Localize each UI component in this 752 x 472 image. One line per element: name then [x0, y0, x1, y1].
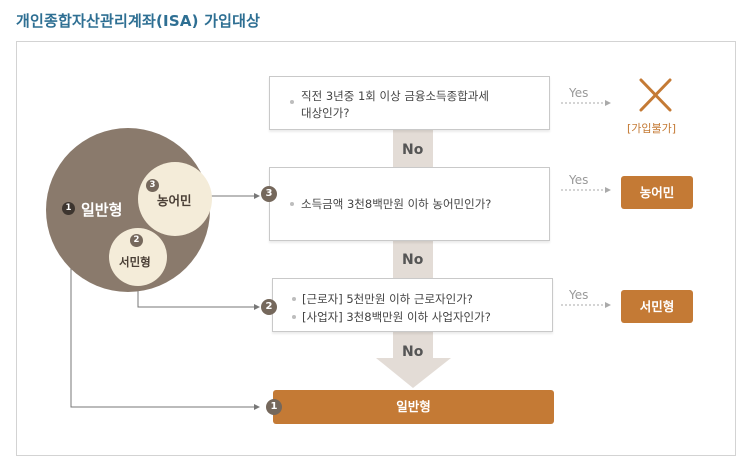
bullet-icon [290, 202, 294, 206]
x-icon [639, 78, 672, 112]
result-lowincome: 서민형 [621, 290, 693, 323]
question-2-line-1: 소득금액 3천8백만원 이하 농어민인가? [301, 197, 492, 211]
no-label-2: No [402, 252, 424, 268]
result-general: 일반형 [273, 390, 554, 424]
question-3-num-badge: 2 [261, 299, 277, 315]
farmer-circle-label: 농어민 [157, 193, 192, 208]
question-3-line-1: [근로자] 5천만원 이하 근로자인가? [302, 292, 473, 306]
question-3-line-2: [사업자] 3천8백만원 이하 사업자인가? [302, 310, 491, 324]
general-line [70, 218, 254, 408]
question-1-line-1: 직전 3년중 1회 이상 금융소득종합과세 [301, 89, 489, 103]
yes-label-2: Yes [569, 173, 589, 187]
question-box-3: [근로자] 5천만원 이하 근로자인가? [사업자] 3천8백만원 이하 사업자… [272, 278, 553, 332]
general-num-badge: 1 [62, 202, 75, 215]
bullet-icon [292, 297, 296, 301]
result-general-num-badge: 1 [266, 399, 282, 415]
farmer-circle [138, 162, 212, 236]
no-connector-3 [393, 332, 433, 358]
question-1-line-2: 대상인가? [301, 106, 350, 120]
bullet-icon [292, 315, 296, 319]
no-arrow-head [376, 358, 451, 388]
yes-label-1: Yes [569, 86, 589, 100]
general-circle-label: 일반형 [81, 201, 123, 219]
no-label-1: No [402, 142, 424, 158]
farmer-num-badge: 3 [146, 179, 159, 192]
result-farmer: 농어민 [621, 176, 693, 209]
question-2-num-badge: 3 [261, 186, 277, 202]
no-connector-1 [393, 130, 433, 168]
no-connector-2 [393, 241, 433, 279]
bullet-icon [290, 100, 294, 104]
lowincome-num-badge: 2 [130, 234, 143, 247]
ineligible-label: [가입불가] [627, 122, 677, 135]
question-box-1: 직전 3년중 1회 이상 금융소득종합과세 대상인가? [269, 76, 550, 130]
yes-label-3: Yes [569, 288, 589, 302]
question-box-2: 소득금액 3천8백만원 이하 농어민인가? [269, 167, 550, 241]
lowincome-circle-label: 서민형 [119, 255, 151, 269]
no-label-3: No [402, 344, 424, 360]
page-title: 개인종합자산관리계좌(ISA) 가입대상 [16, 12, 261, 30]
